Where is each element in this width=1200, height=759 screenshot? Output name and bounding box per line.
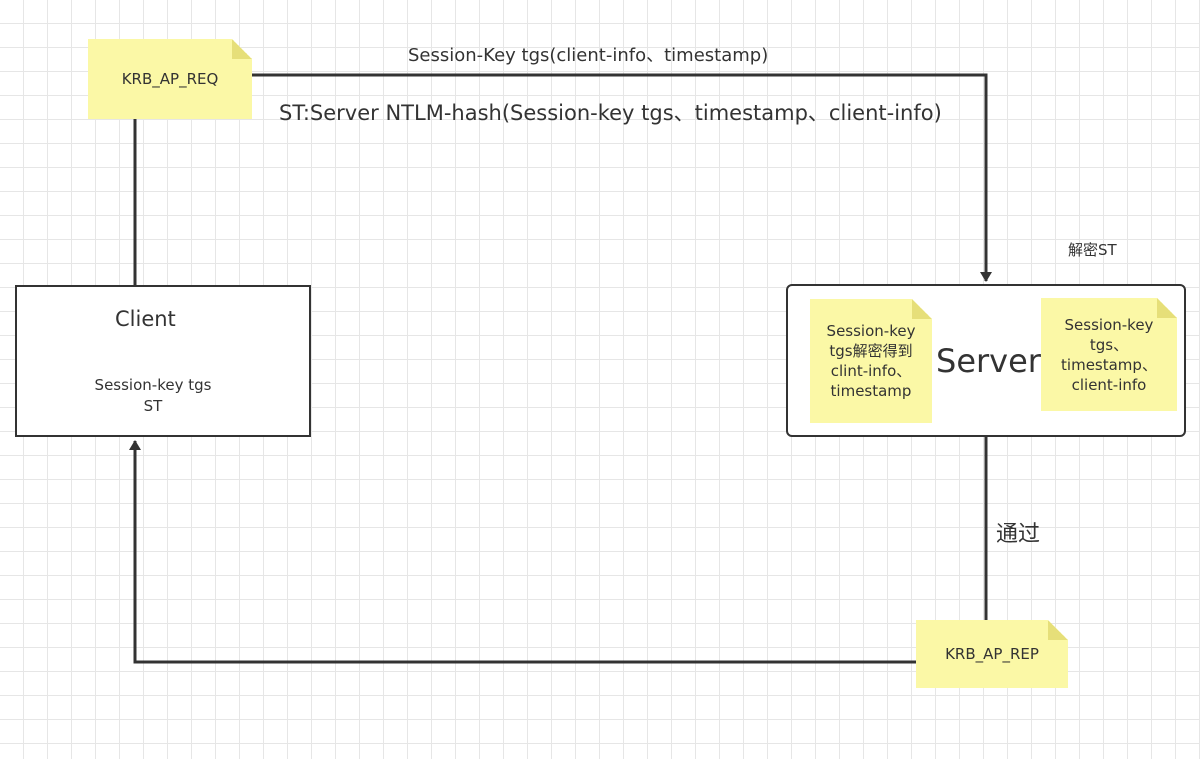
krb-ap-rep-label: KRB_AP_REP — [945, 645, 1039, 663]
server-note-left-text: Session-key tgs解密得到 clint-info、 timestam… — [826, 322, 916, 400]
server-note-right-text: Session-key tgs、 timestamp、 client-info — [1061, 315, 1157, 394]
client-st: ST — [143, 397, 163, 415]
krb-ap-rep-note[interactable]: KRB_AP_REP — [916, 620, 1068, 688]
server-note-left: Session-key tgs解密得到 clint-info、 timestam… — [810, 299, 932, 423]
edge-label-session-key: Session-Key tgs(client-info、timestamp) — [408, 45, 769, 66]
edge-label-pass: 通过 — [996, 522, 1041, 547]
edge-label-st: ST:Server NTLM-hash(Session-key tgs、time… — [279, 101, 942, 125]
krb-ap-req-label: KRB_AP_REQ — [121, 70, 219, 88]
server-note-right: Session-key tgs、 timestamp、 client-info — [1041, 298, 1177, 411]
req-to-server-arrow — [250, 73, 992, 282]
client-node[interactable]: Client Session-key tgs ST — [15, 285, 311, 437]
krb-ap-req-note[interactable]: KRB_AP_REQ — [88, 39, 252, 119]
client-session-key: Session-key tgs — [94, 376, 212, 394]
rep-to-client-arrow — [129, 440, 918, 664]
server-title: Server — [936, 342, 1041, 380]
client-title: Client — [115, 307, 176, 331]
edge-label-decrypt: 解密ST — [1068, 241, 1117, 259]
